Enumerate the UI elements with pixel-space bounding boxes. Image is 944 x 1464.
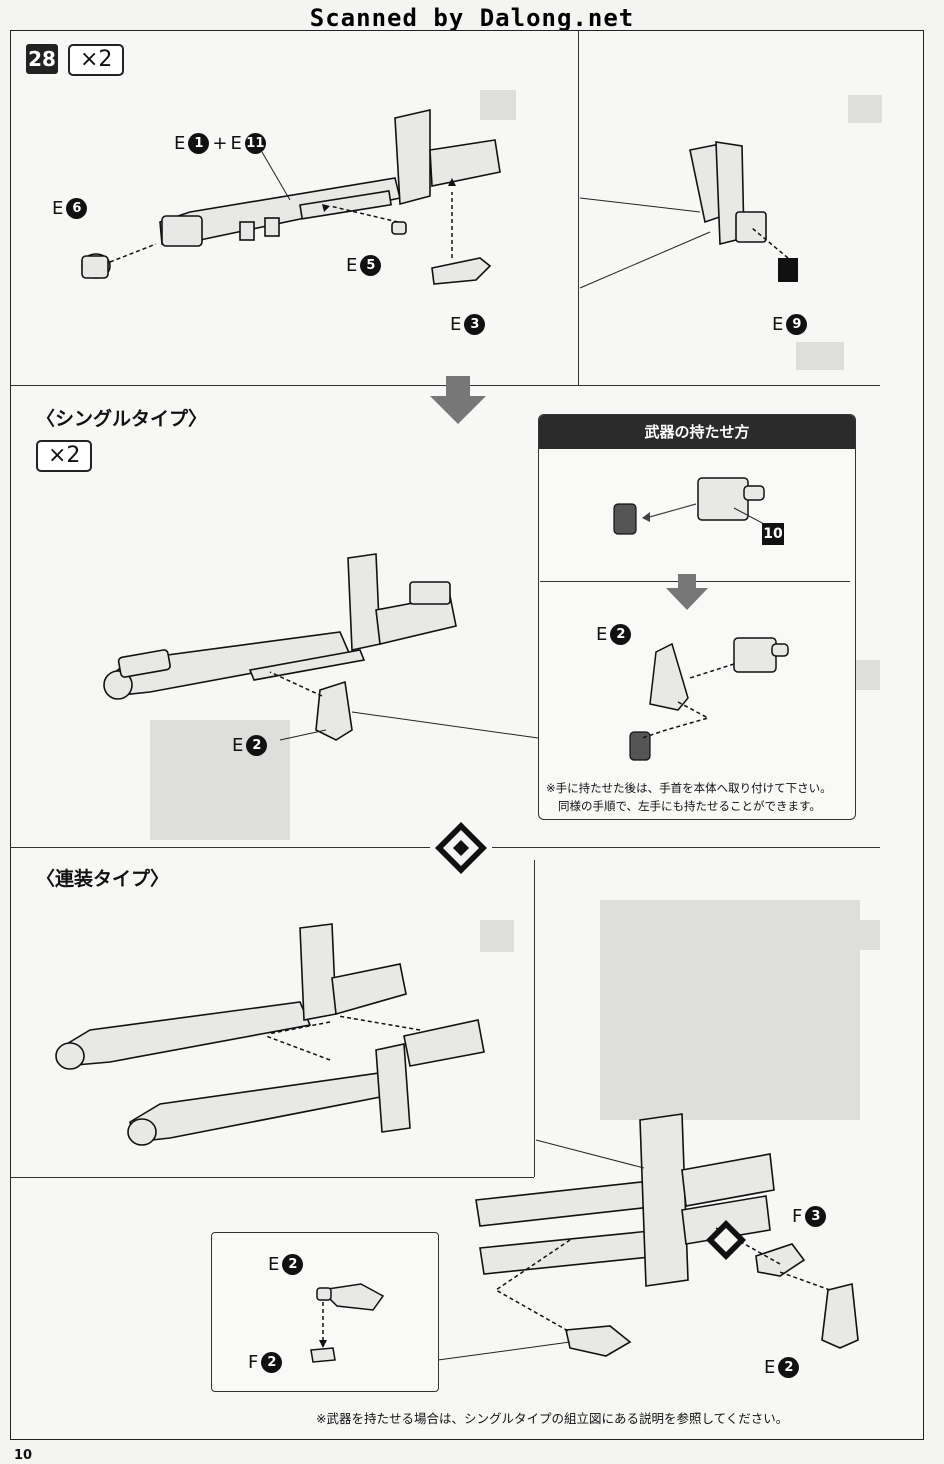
part-number-dot: 11 [244, 133, 266, 154]
label-prefix: E [174, 133, 186, 154]
sub-assembly-illustration [310, 1283, 385, 1363]
grip-instructions-panel: 武器の持たせ方 [538, 414, 856, 820]
grip-illustration [613, 477, 789, 761]
single-type-title: 〈シングルタイプ〉 [36, 408, 208, 430]
label-prefix: E [772, 314, 784, 335]
label-sub-f2: F 2 [248, 1352, 283, 1373]
section-diamond-icon [435, 822, 487, 874]
hand-part-number: 10 [762, 523, 784, 545]
page-number: 10 [14, 1448, 33, 1463]
label-prefix: F [248, 1352, 259, 1373]
label-e1-plus-e11: E 1 + E 11 [174, 133, 266, 154]
scan-banner: Scanned by Dalong.net [309, 4, 635, 32]
divider-twin-box [10, 1177, 534, 1178]
label-prefix: E [52, 198, 64, 219]
single-type-quantity: ×2 [36, 440, 93, 472]
part-number-dot: 3 [805, 1206, 827, 1227]
label-twin-f3: F 3 [792, 1206, 827, 1227]
part-number-dot: 3 [464, 314, 486, 335]
label-prefix: E [268, 1254, 280, 1275]
part-number-dot: 2 [610, 624, 632, 645]
part-number-dot: 2 [246, 735, 268, 756]
grip-note: ※手に持たせた後は、手首を本体へ取り付けて下さい。 同様の手順で、左手にも持たせ… [546, 779, 850, 815]
part-number-dot: 2 [282, 1254, 304, 1275]
plus-sign: + [212, 133, 228, 154]
part-number-dot: 1 [188, 133, 210, 154]
label-e6: E 6 [52, 198, 88, 219]
down-arrow-icon [430, 376, 486, 424]
twin-grip-assembly [437, 1113, 859, 1361]
label-e5: E 5 [346, 255, 382, 276]
part-number-dot: 9 [786, 314, 808, 335]
part-number-dot: 6 [66, 198, 88, 219]
rifle-single-assembly [103, 553, 539, 741]
twin-type-title: 〈連装タイプ〉 [36, 868, 170, 890]
divider-top-right [578, 30, 579, 385]
rifle-top-assembly [81, 108, 798, 289]
label-sub-e2: E 2 [268, 1254, 304, 1275]
label-e3: E 3 [450, 314, 486, 335]
label-prefix: E [596, 624, 608, 645]
divider-twin-vertical [534, 860, 535, 1177]
bottom-note: ※武器を持たせる場合は、シングルタイプの組立図にある説明を参照してください。 [316, 1411, 789, 1426]
divider-top [10, 385, 880, 386]
label-twin-e2: E 2 [764, 1357, 800, 1378]
label-e9: E 9 [772, 314, 808, 335]
grip-note-line1: ※手に持たせた後は、手首を本体へ取り付けて下さい。 [546, 781, 832, 795]
sub-assembly-box [211, 1232, 439, 1392]
grip-panel-title: 武器の持たせ方 [539, 415, 855, 449]
step-quantity: ×2 [68, 44, 125, 76]
label-single-e2: E 2 [232, 735, 268, 756]
part-number-dot: 2 [778, 1357, 800, 1378]
label-prefix: E [232, 735, 244, 756]
grip-note-line2: 同様の手順で、左手にも持たせることができます。 [558, 799, 821, 813]
label-prefix: F [792, 1206, 803, 1227]
divider-mid-left [10, 847, 430, 848]
label-prefix: E [450, 314, 462, 335]
divider-mid-right [492, 847, 880, 848]
label-grip-e2: E 2 [596, 624, 632, 645]
rifle-twin-assembly [55, 923, 485, 1146]
label-prefix: E [764, 1357, 776, 1378]
label-prefix: E [346, 255, 358, 276]
label-prefix: E [230, 133, 242, 154]
part-number-dot: 2 [261, 1352, 283, 1373]
step-number-badge: 28 [26, 44, 58, 74]
part-number-dot: 5 [360, 255, 382, 276]
